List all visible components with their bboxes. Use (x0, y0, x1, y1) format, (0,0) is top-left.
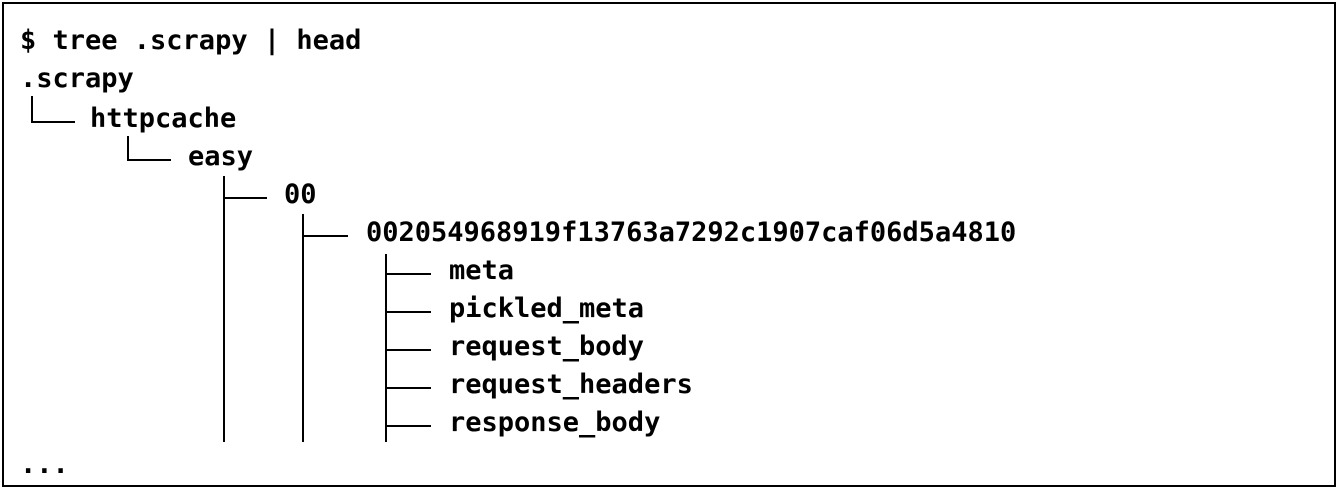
tree-connector (302, 235, 348, 237)
tree-connector (127, 136, 129, 161)
tree-connector (223, 197, 267, 199)
tree-connector (31, 96, 33, 122)
terminal-output: $ tree .scrapy | head .scrapy httpcache … (2, 2, 1336, 487)
tree-file-meta: meta (449, 255, 515, 286)
tree-connector (385, 273, 431, 275)
tree-connector (302, 214, 304, 442)
tree-connector (385, 311, 431, 313)
tree-connector (31, 121, 75, 123)
tree-node-hash: 002054968919f13763a7292c1907caf06d5a4810 (366, 217, 1017, 248)
tree-connector (127, 159, 171, 161)
output-ellipsis: ... (20, 449, 69, 480)
tree-connector (385, 425, 431, 427)
command-line: $ tree .scrapy | head (20, 25, 362, 56)
tree-connector (223, 176, 225, 442)
tree-node-httpcache: httpcache (90, 103, 237, 134)
tree-node-00: 00 (284, 179, 317, 210)
tree-file-request-headers: request_headers (449, 369, 693, 400)
tree-file-pickled-meta: pickled_meta (449, 293, 645, 324)
tree-file-request-body: request_body (449, 331, 645, 362)
tree-root: .scrapy (20, 63, 134, 94)
tree-node-easy: easy (188, 141, 254, 172)
tree-file-response-body: response_body (449, 407, 661, 438)
tree-connector (385, 387, 431, 389)
tree-connector (385, 254, 387, 442)
tree-connector (385, 349, 431, 351)
